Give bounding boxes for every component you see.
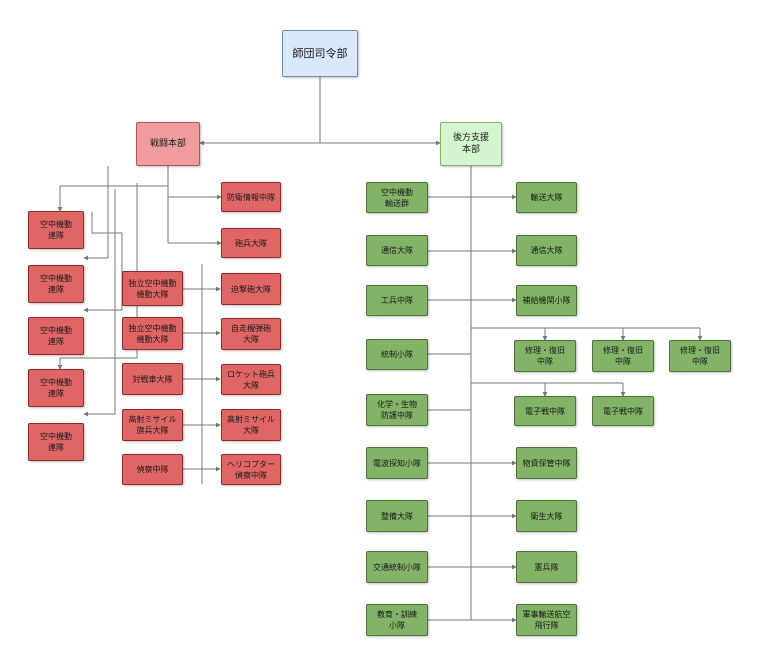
support-unit-node: 補給機関小隊 (516, 285, 577, 316)
regiment-node: 空中機動 連隊 (28, 369, 84, 407)
combat-unit-node: ヘリコプター 偵察中隊 (221, 454, 281, 485)
support-unit-node: 整備大隊 (366, 500, 428, 532)
repair-unit-node: 修理・復旧 中隊 (669, 340, 731, 372)
regiment-node: 空中機動 連隊 (28, 317, 84, 355)
support-unit-node: 通信大隊 (366, 235, 428, 266)
support-unit-node: 化学・生物 防護中隊 (366, 394, 428, 426)
support-unit-node: 通信大隊 (516, 235, 577, 266)
support-unit-node: 統制小隊 (366, 339, 428, 370)
regiment-node: 空中機動 連隊 (28, 211, 84, 249)
combat-unit-node: ロケット砲兵 大隊 (221, 364, 281, 395)
regiment-node: 空中機動 連隊 (28, 265, 84, 303)
repair-unit-node: 修理・復旧 中隊 (592, 340, 654, 372)
combat-unit-node: 砲兵大隊 (221, 228, 281, 258)
combat-unit-node: 防衛情報中隊 (221, 182, 281, 212)
support-unit-node: 軍事輸送航空 飛行隊 (516, 604, 577, 636)
support-unit-node: 空中機動 輸送群 (366, 182, 428, 213)
support-unit-node: 工兵中隊 (366, 285, 428, 316)
combat-unit-node: 高射ミサイル 旗兵大隊 (122, 409, 183, 441)
combat-unit-node: 独立空中機動 機動大隊 (122, 271, 183, 306)
combat-unit-node: 自走榴弾砲 大隊 (221, 318, 281, 350)
support-unit-node: 衛生大隊 (516, 500, 577, 532)
combat-hq-node: 戦闘本部 (136, 122, 200, 166)
combat-unit-node: 迫撃砲大隊 (221, 273, 281, 305)
combat-unit-node: 独立空中機動 機動大隊 (122, 317, 183, 350)
ew-unit-node: 電子戦中隊 (514, 396, 576, 426)
support-unit-node: 憲兵隊 (516, 551, 577, 583)
support-unit-node: 交通統制小隊 (366, 551, 428, 583)
combat-unit-node: 対戦車大隊 (122, 363, 183, 395)
regiment-node: 空中機動 連隊 (28, 423, 84, 461)
support-unit-node: 電波探知小隊 (366, 447, 428, 479)
support-unit-node: 物資保管中隊 (516, 447, 577, 479)
combat-unit-node: 高射ミサイル 大隊 (221, 409, 281, 441)
combat-unit-node: 偵察中隊 (122, 454, 183, 485)
support-unit-node: 輸送大隊 (516, 182, 577, 213)
ew-unit-node: 電子戦中隊 (592, 396, 654, 426)
division-hq-node: 師団司令部 (282, 30, 358, 77)
support-hq-node: 後方支援 本部 (440, 122, 502, 166)
repair-unit-node: 修理・復旧 中隊 (514, 340, 576, 372)
support-unit-node: 教育・訓練 小隊 (366, 604, 428, 636)
